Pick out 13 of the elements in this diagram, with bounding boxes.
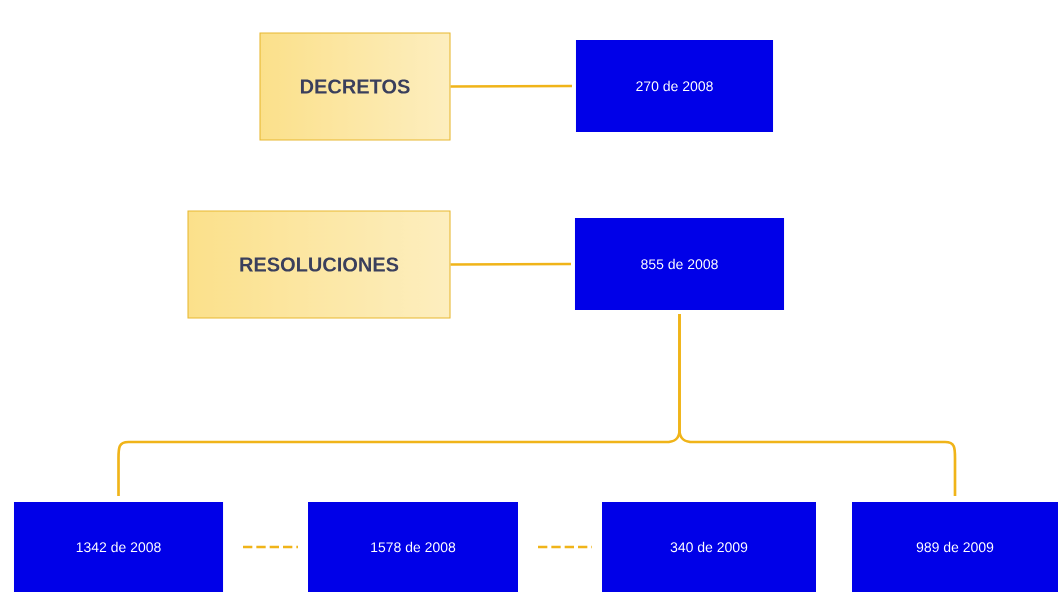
category-box: DECRETOS [259, 32, 451, 141]
number-box: 340 de 2009 [598, 498, 820, 596]
connector-line [243, 545, 298, 549]
connector-line [450, 262, 571, 266]
connector-line [678, 314, 957, 496]
number-box: 989 de 2009 [848, 498, 1062, 596]
category-box: RESOLUCIONES [187, 210, 451, 319]
number-box: 1342 de 2008 [10, 498, 228, 596]
number-box: 270 de 2008 [571, 36, 778, 136]
number-box: 1578 de 2008 [304, 498, 522, 596]
connector-line [450, 84, 572, 88]
connector-line [538, 545, 592, 549]
number-box: 855 de 2008 [570, 214, 789, 314]
